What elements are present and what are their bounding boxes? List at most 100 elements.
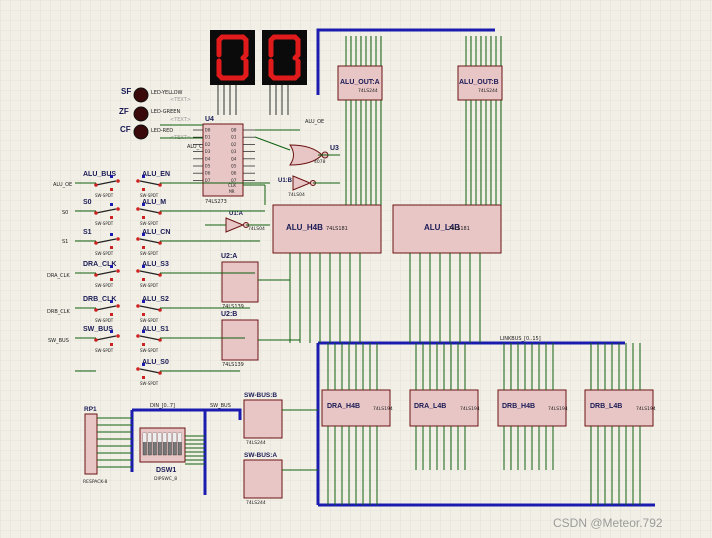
watermark: CSDN @Meteor.792 [553, 516, 663, 530]
switch-left-toggle[interactable] [94, 300, 120, 316]
switch-right-toggle[interactable] [136, 300, 162, 316]
chip-u2a-body [221, 261, 259, 303]
chip-u2b[interactable]: U2:B 74LS139 [221, 311, 259, 368]
chip-rp1-body [84, 413, 98, 475]
chip-u1b-part: 74LS04 [288, 192, 305, 198]
led-zf-text: <TEXT> [170, 117, 191, 123]
chip-alu-out-a-name: ALU_OUT:A [340, 79, 380, 86]
chip-u4-part: 74LS273 [205, 199, 227, 205]
led-cf-icon[interactable] [133, 124, 149, 140]
u4-pin-label: Q0 [231, 128, 237, 134]
led-sf-label: SF [121, 87, 131, 96]
u4-pin-label: Q3 [231, 149, 237, 155]
chip-alu-l4b-part: 74LS181 [448, 226, 470, 232]
chip-u2b-name: U2:B [221, 311, 237, 318]
switch-right-toggle[interactable] [136, 265, 162, 281]
u4-pin-label: Q2 [231, 142, 237, 148]
chip-u1a-part: 74LS04 [248, 226, 265, 232]
switch-right-label: ALU_S1 [142, 326, 169, 333]
switch-left-toggle[interactable] [94, 265, 120, 281]
dip-toggle-knob [158, 433, 162, 442]
u4-pin-label: D4 [205, 156, 211, 162]
dip-toggle-knob [173, 433, 177, 442]
switch-right-label: ALU_EN [142, 171, 170, 178]
switch-part: SW-SPDT [95, 251, 114, 256]
led-cf-label: CF [120, 125, 131, 134]
switch-part: SW-SPDT [140, 283, 159, 288]
switch-right-toggle[interactable] [136, 203, 162, 219]
chip-u3[interactable]: U3 4078 [289, 144, 339, 166]
chip-u4-pin-mr: MR [229, 189, 235, 195]
chip-alu-l4b-body [392, 204, 502, 254]
net-s0: S0 [62, 210, 68, 216]
switch-right-toggle[interactable] [136, 233, 162, 249]
switch-left-toggle[interactable] [94, 330, 120, 346]
chip-alu-out-b[interactable]: ALU_OUT:B 74LS244 [457, 65, 503, 101]
net-dra-clk: DRA_CLK [47, 273, 70, 279]
chip-swbus-a-part: 74LS244 [246, 500, 266, 506]
u4-pin-label: D7 [205, 178, 211, 184]
digit-1-pins [269, 85, 289, 115]
chip-alu-l4b[interactable]: ALU_L4B 74LS181 [392, 204, 502, 254]
chip-rp1-part: RESPACK-8 [83, 479, 107, 485]
chip-dra-h4b[interactable]: DRA_H4B 74LS194 [321, 389, 393, 427]
switch-right-label: ALU_CN [142, 229, 170, 236]
chip-alu-out-a-body [337, 65, 383, 101]
chip-drb-l4b-part: 74LS194 [636, 406, 656, 412]
led-zf-part: LED-GREEN [151, 109, 180, 115]
chip-u3-name: U3 [330, 145, 339, 152]
switch-right-toggle[interactable] [136, 363, 162, 379]
switch-right-toggle[interactable] [136, 175, 162, 191]
chip-dra-l4b[interactable]: DRA_L4B 74LS194 [409, 389, 480, 427]
chip-drb-l4b[interactable]: DRB_L4B 74LS194 [584, 389, 656, 427]
switch-left-label: S0 [83, 199, 92, 206]
switch-part: SW-SPDT [140, 251, 159, 256]
dip-toggle-knob [168, 433, 172, 442]
switch-left-toggle[interactable] [94, 175, 120, 191]
chip-u2b-body [221, 319, 259, 361]
digit-1-glyph [268, 34, 301, 81]
chip-rp1[interactable]: RP1 RESPACK-8 [83, 406, 107, 485]
chip-dsw1-part: DIPSWC_8 [154, 476, 177, 482]
chip-u4-name: U4 [205, 116, 214, 123]
chip-swbus-b[interactable]: SW-BUS:B 74LS244 [243, 392, 283, 446]
switch-part: SW-SPDT [140, 381, 159, 386]
chip-u1b-body [292, 175, 312, 191]
chip-drb-l4b-name: DRB_L4B [590, 403, 622, 410]
switch-right-toggle[interactable] [136, 330, 162, 346]
switch-part: SW-SPDT [140, 193, 159, 198]
led-zf-icon[interactable] [133, 106, 149, 122]
chip-alu-out-a-part: 74LS244 [358, 88, 378, 94]
digit-1 [262, 30, 307, 115]
u4-pin-label: D5 [205, 164, 211, 170]
chip-alu-h4b[interactable]: ALU_H4B 74LS181 [272, 204, 382, 254]
switch-part: SW-SPDT [140, 318, 159, 323]
switch-right-label: ALU_S3 [142, 261, 169, 268]
chip-alu-out-a[interactable]: ALU_OUT:A 74LS244 [337, 65, 383, 101]
dsw1-toggles [142, 432, 182, 456]
bus-lines [130, 28, 655, 507]
switch-left-label: ALU_BUS [83, 171, 116, 178]
chip-swbus-a[interactable]: SW-BUS:A 74LS244 [243, 452, 283, 506]
led-sf-icon[interactable] [133, 87, 149, 103]
chip-drb-h4b[interactable]: DRB_H4B 74LS194 [497, 389, 568, 427]
switch-left-toggle[interactable] [94, 203, 120, 219]
chip-u2a[interactable]: U2:A 74LS139 [221, 253, 259, 310]
switch-left-toggle[interactable] [94, 233, 120, 249]
chip-rp1-name: RP1 [84, 406, 97, 413]
u4-pin-label: Q4 [231, 156, 237, 162]
net-sw-bus: SW_BUS [48, 338, 69, 344]
chip-u3-part: 4078 [314, 159, 326, 165]
led-sf: SF LED-YELLOW <TEXT> [121, 87, 191, 103]
chip-u1b-name: U1:B [278, 178, 293, 184]
net-drb-clk: DRB_CLK [47, 309, 71, 315]
chip-dsw1[interactable]: DSW1 DIPSWC_8 [139, 427, 186, 482]
chip-dsw1-body [139, 427, 186, 463]
u4-pin-label: D0 [205, 128, 211, 134]
chip-swbus-a-body [243, 459, 283, 499]
net-linkbus: LINKBUS_[0..15] [500, 336, 541, 342]
